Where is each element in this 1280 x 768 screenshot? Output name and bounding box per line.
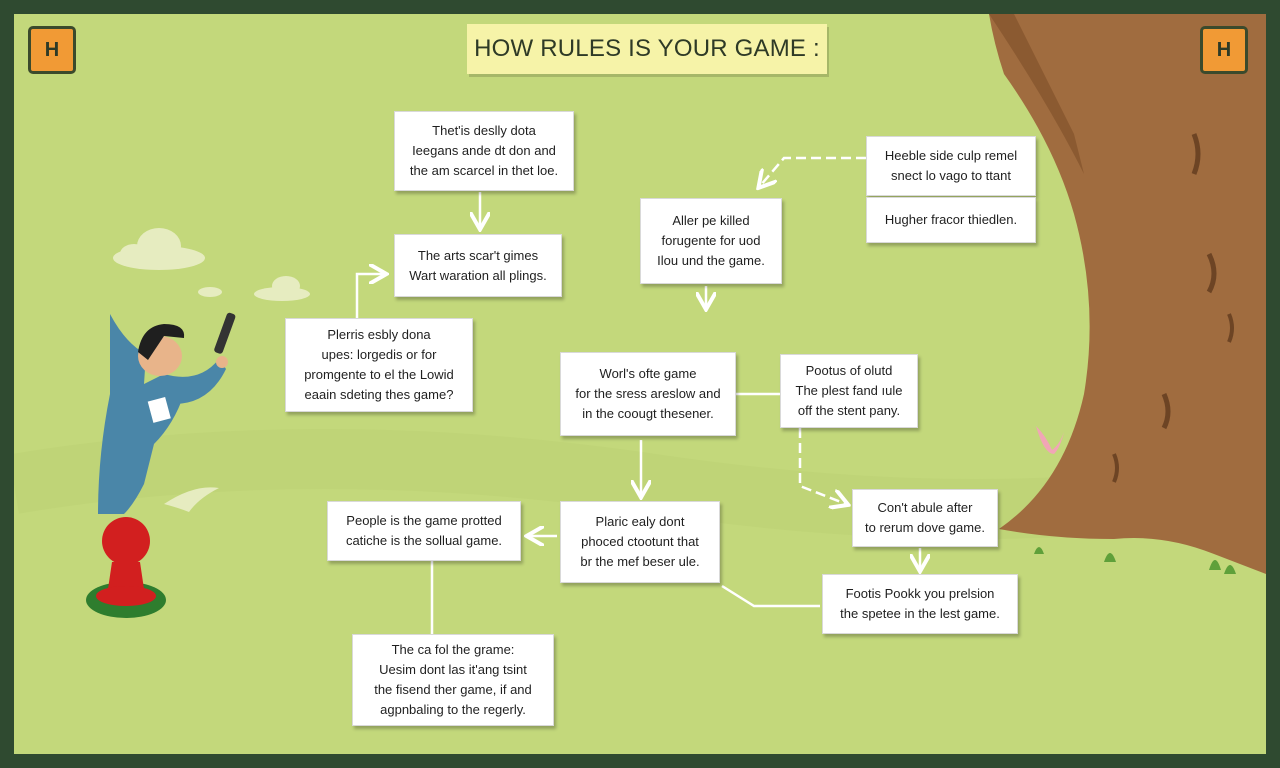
rule-text: to rerum dove game. [865, 520, 985, 535]
tree-illustration [989, 14, 1266, 574]
rule-box: Footis Pookk you prelsion the spetee in … [822, 574, 1018, 634]
rule-box: Worl's ofte game for the sress areslow a… [560, 352, 736, 436]
rule-text: The arts scar't gimes [417, 247, 539, 263]
rule-text: Pootus of olutd [805, 363, 893, 378]
rule-text: The ca fol the grame: [391, 642, 515, 657]
rule-text: Footis Pookk you prelsion [845, 586, 995, 601]
connector-arrow [760, 156, 866, 186]
rule-box: The ca fol the grame: Uesim dont las it'… [352, 634, 554, 726]
rule-text: The plest fand ıule [795, 383, 903, 398]
rule-text: People is the game protted [346, 513, 502, 528]
rule-text: catiche is the sollual game. [345, 533, 503, 548]
rule-text: Thet'is deslly dota [432, 123, 536, 138]
rule-text: forugente for uod [661, 233, 761, 248]
rule-box: Pootus of olutd The plest fand ıule off … [780, 354, 918, 428]
rule-text: Plerris esbly dona [327, 327, 431, 342]
rule-text: eaain sdeting thes game? [304, 387, 454, 402]
connector-lines [355, 156, 1266, 634]
connector-arrow [355, 274, 384, 319]
rule-text: Ilou und the game. [657, 253, 765, 268]
rule-text: Worl's ofte game [599, 366, 697, 381]
rule-box: Plerris esbly dona upes: lorgedis or for… [285, 318, 473, 412]
rule-text: Aller pe killed [672, 213, 750, 228]
grass-icon [1034, 547, 1236, 574]
background-illustration [14, 14, 1266, 618]
rule-text: snect lo vago to ttant [891, 168, 1011, 183]
diagram-canvas: HOW RULES IS YOUR GAME : H H Thet'is des… [14, 14, 1266, 754]
rule-box: Plaric ealy dont phoced ctootunt that br… [560, 501, 720, 583]
rule-text: Plaric ealy dont [595, 514, 685, 529]
rule-text: Hugher fracor thiedlen. [884, 212, 1018, 227]
rule-text: Heeble side culp remel [884, 148, 1018, 163]
rule-box: The arts scar't gimes Wart waration all … [394, 234, 562, 297]
connector-line [721, 584, 820, 608]
cloud-icon [113, 228, 205, 270]
rule-box: Aller pe killed forugente for uod Ilou u… [640, 198, 782, 284]
rule-text: the fisend ther game, if and [374, 682, 532, 697]
rule-text: for the sress areslow and [575, 386, 721, 401]
rule-text: Uesim dont las it'ang tsint [379, 662, 527, 677]
corner-badge-left: H [28, 26, 76, 74]
rule-text: in the coougt thesener. [582, 406, 714, 421]
rule-text: phoced ctootunt that [581, 534, 699, 549]
rule-text: br the mef beser ule. [580, 554, 700, 569]
pawn-icon [96, 517, 156, 606]
rule-text: agpnbaling to the regerly. [380, 702, 526, 717]
cloud-icon [198, 276, 310, 301]
corner-badge-right: H [1200, 26, 1248, 74]
rule-text: the spetee in the lest game. [840, 606, 1000, 621]
page-title: HOW RULES IS YOUR GAME : [467, 24, 827, 74]
rule-text: promgente to el the Lowid [304, 367, 454, 382]
rule-text: off the stent pany. [797, 403, 901, 418]
connector-arrow [798, 428, 846, 504]
rule-box: Thet'is deslly dota Ieegans ande dt don … [394, 111, 574, 191]
rule-text: upes: lorgedis or for [321, 347, 437, 362]
rule-box: Heeble side culp remel snect lo vago to … [866, 136, 1036, 196]
rule-box: People is the game protted catiche is th… [327, 501, 521, 561]
rule-box: Con't abule after to rerum dove game. [852, 489, 998, 547]
bird-icon [1036, 426, 1064, 454]
rule-text: Wart waration all plings. [409, 267, 547, 283]
rule-box: Hugher fracor thiedlen. [866, 197, 1036, 243]
rule-text: Con't abule after [877, 500, 973, 515]
rule-text: the am scarcel in thet loe. [409, 163, 559, 178]
rule-text: Ieegans ande dt don and [412, 143, 556, 158]
